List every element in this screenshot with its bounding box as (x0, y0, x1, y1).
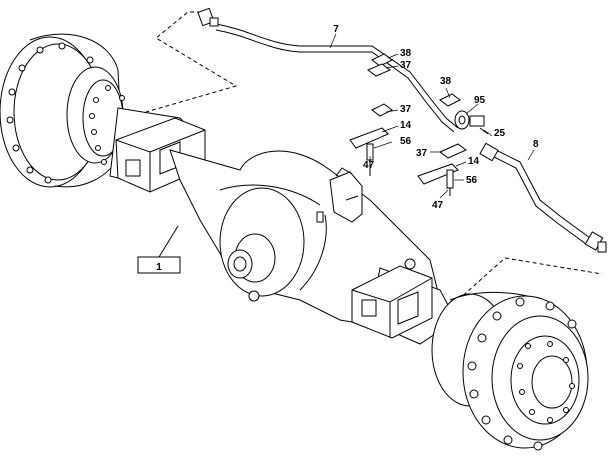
label-1: 1 (156, 262, 162, 273)
dashed-reference-lines (145, 11, 603, 301)
label-47-left: 47 (363, 160, 375, 171)
label-56-right: 56 (466, 175, 478, 186)
leader-lines (329, 33, 535, 199)
label-37-mid: 37 (400, 104, 412, 115)
label-37-lower: 37 (416, 148, 428, 159)
brake-pipe-7 (197, 7, 459, 133)
brake-pipe-8 (479, 142, 607, 253)
right-hub-studs (467, 297, 577, 451)
part-1-callout: 1 (137, 225, 181, 274)
label-7: 7 (333, 24, 339, 35)
right-hub-bolts (517, 341, 575, 423)
pipe-clamps-upper (367, 53, 393, 117)
pinion-yoke (329, 167, 363, 223)
fitting-95 (439, 93, 489, 135)
label-95: 95 (474, 95, 486, 106)
callout-numbers: 7 38 37 38 95 37 14 56 47 25 8 37 14 56 … (333, 24, 539, 211)
left-wheel-hub (0, 33, 131, 188)
label-25: 25 (494, 128, 506, 139)
right-wheel-hub (431, 292, 589, 451)
label-38-upper: 38 (400, 48, 412, 59)
label-14-right: 14 (468, 156, 480, 167)
label-8: 8 (533, 139, 539, 150)
bracket-left (349, 127, 389, 176)
label-14-left: 14 (400, 120, 412, 131)
label-47-right: 47 (432, 200, 444, 211)
label-56-left: 56 (400, 136, 412, 147)
inner-flange-bolts (89, 85, 131, 165)
label-37-upper: 37 (400, 60, 412, 71)
bracket-right (417, 143, 467, 196)
label-38-right: 38 (440, 76, 452, 87)
left-hub-bolts (6, 42, 94, 184)
